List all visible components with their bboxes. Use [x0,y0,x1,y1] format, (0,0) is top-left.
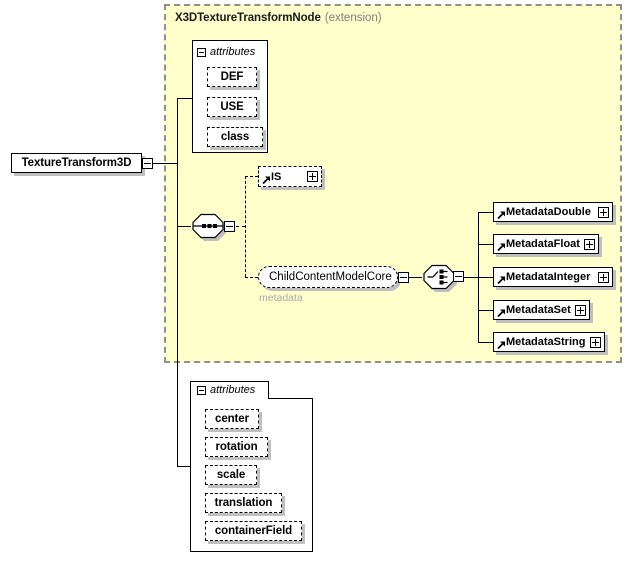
group-childcontentmodelcore[interactable]: ChildContentModelCore [258,266,398,288]
connector-sequence-to-children [236,226,245,227]
reference-arrow-icon [497,309,505,318]
expand-icon[interactable] [598,206,609,218]
collapse-icon[interactable] [197,47,206,57]
element-metadatainteger[interactable]: MetadataInteger [493,267,613,287]
connector-choice-to-branch [464,277,478,278]
reference-arrow-icon [262,176,270,185]
reference-arrow-icon [497,276,505,285]
expand-icon[interactable] [307,171,318,182]
connector-group-to-choice [409,277,422,278]
element-metadatadouble[interactable]: MetadataDouble [493,202,613,222]
element-texturetransform3d-label: TextureTransform3D [21,157,132,169]
collapse-icon[interactable] [224,221,235,232]
connector-trunk [177,98,178,466]
expand-icon[interactable] [575,304,586,316]
attribute-scale-label: scale [216,469,246,481]
element-metadatainteger-label: MetadataInteger [506,271,591,283]
choice-compositor-icon[interactable] [422,264,460,293]
expand-icon[interactable] [598,271,609,283]
extension-suffix: (extension) [324,12,382,24]
expand-icon[interactable] [590,336,601,348]
extension-header: X3DTextureTransformNode(extension) [175,12,382,24]
collapse-icon[interactable] [398,272,409,283]
attribute-use-label: USE [220,101,244,113]
reference-arrow-icon [497,243,505,252]
element-metadatafloat-label: MetadataFloat [506,238,580,250]
element-metadatadouble-label: MetadataDouble [506,206,591,218]
attribute-translation[interactable]: translation [205,493,282,513]
top-attributes-header-label: attributes [210,46,256,58]
attribute-rotation[interactable]: rotation [205,437,268,457]
element-metadataset[interactable]: MetadataSet [493,300,590,320]
reference-arrow-icon [497,211,505,220]
connector-root-to-trunk [153,163,177,164]
connector-to-metadatastring [478,342,493,343]
attribute-translation-label: translation [214,497,273,509]
expand-icon[interactable] [584,238,595,250]
attribute-containerfield-label: containerField [214,525,293,537]
element-is[interactable]: IS [258,166,322,187]
element-metadataset-label: MetadataSet [506,304,571,316]
attribute-containerfield[interactable]: containerField [205,521,302,541]
attribute-class[interactable]: class [207,127,263,147]
bottom-attributes-header: attributes [197,384,255,396]
attribute-def[interactable]: DEF [207,67,257,87]
group-annotation: metadata [259,292,303,304]
connector-to-metadataset [478,310,493,311]
attribute-scale[interactable]: scale [205,465,257,485]
collapse-icon[interactable] [453,271,464,282]
attribute-center[interactable]: center [205,409,259,429]
connector-to-metadatafloat [478,244,493,245]
attribute-rotation-label: rotation [215,441,258,453]
attribute-center-label: center [215,413,249,425]
element-metadatafloat[interactable]: MetadataFloat [493,234,599,254]
group-childcontentmodelcore-label: ChildContentModelCore [269,271,392,283]
connector-to-metadatadouble [478,212,493,213]
reference-arrow-icon [497,341,505,350]
sequence-compositor-icon[interactable] [191,213,229,242]
element-is-label: IS [271,170,282,183]
attribute-class-label: class [220,131,250,143]
element-metadatastring-label: MetadataString [506,336,586,348]
collapse-icon[interactable] [142,158,153,169]
element-texturetransform3d[interactable]: TextureTransform3D [11,153,142,173]
bottom-attributes-group-step [268,398,313,399]
attribute-def-label: DEF [220,71,244,83]
attribute-use[interactable]: USE [207,97,257,117]
bottom-attributes-header-label: attributes [210,384,256,396]
connector-to-metadatainteger [478,277,493,278]
connector-to-is [245,176,258,177]
connector-to-top-attributes [177,98,192,99]
connector-to-group [245,277,258,278]
bottom-attributes-group-tab [190,381,269,398]
connector-to-sequence [177,226,191,227]
extension-title: X3DTextureTransformNode [175,12,321,24]
connector-children-trunk [245,176,246,277]
top-attributes-header: attributes [197,46,255,58]
connector-to-bottom-attributes [177,466,190,467]
element-metadatastring[interactable]: MetadataString [493,332,605,352]
collapse-icon[interactable] [197,385,206,395]
